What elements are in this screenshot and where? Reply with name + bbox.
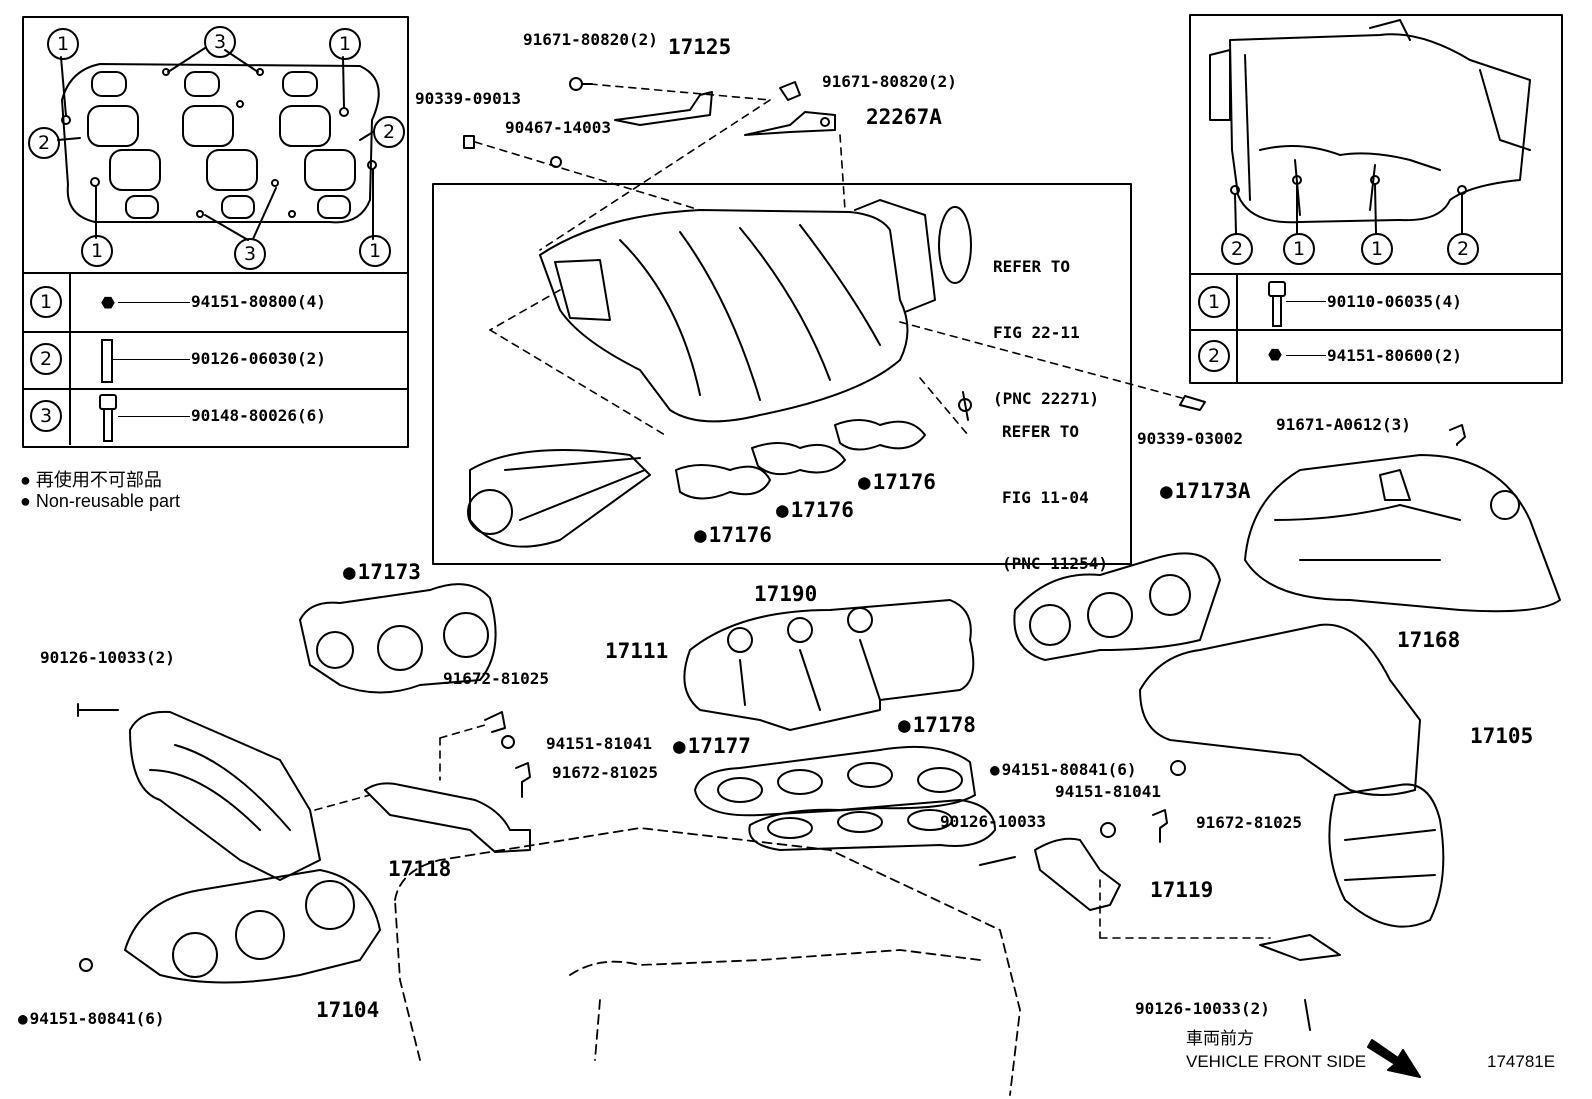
label-part-number: 17125 — [668, 35, 732, 59]
ref-line: FIG 11-04 — [1002, 488, 1089, 507]
label-part-number: 90126-10033 — [940, 812, 1046, 831]
label-part-number: 90339-09013 — [415, 89, 521, 108]
label-part-number: 91672-81025 — [552, 763, 658, 782]
callout-2: 2 — [1447, 233, 1479, 265]
label-part-number: 17105 — [1470, 724, 1534, 748]
label-part-number: 17168 — [1397, 628, 1461, 652]
legend-row: 3 90148-80026(6) — [23, 388, 408, 445]
vehicle-front-jp: 車両前方 — [1186, 1029, 1254, 1048]
callout-1: 1 — [81, 235, 113, 267]
callout-1: 1 — [47, 28, 79, 60]
legend-row: 1 90110-06035(4) — [1190, 275, 1562, 331]
label-part-number: 91671-80820(2) — [523, 30, 658, 49]
legend-row: 1 ⬣ 94151-80800(4) — [23, 274, 408, 333]
callout-1: 1 — [1361, 233, 1393, 265]
figure-id: 174781E — [1487, 1052, 1556, 1071]
label-part-number: 94151-81041 — [1055, 782, 1161, 801]
label-part-number: 90126-10033(2) — [1135, 999, 1270, 1018]
ref-line: REFER TO — [1002, 422, 1080, 441]
nut-icon: ⬣ — [101, 293, 115, 312]
reference-fig-22-11: REFER TO FIG 22-11 (PNC 22271) — [993, 212, 1099, 432]
label-part-number: 91671-A0612(3) — [1276, 415, 1411, 434]
label-part-number: 17178 — [898, 715, 976, 736]
inset-air-intake-drawing — [1209, 19, 1531, 234]
label-part-number: 94151-80841(6) — [990, 761, 1137, 779]
callout-1: 1 — [329, 28, 361, 60]
label-part-number: 91672-81025 — [1196, 813, 1302, 832]
ref-line: FIG 22-11 — [993, 323, 1080, 342]
label-part-number: 17104 — [316, 998, 380, 1022]
callout-2: 2 — [28, 127, 60, 159]
stud-icon — [101, 339, 113, 383]
label-part-number: 91671-80820(2) — [822, 72, 957, 91]
note-jp-text: 再使用不可部品 — [35, 470, 162, 490]
callout-1: 1 — [1283, 233, 1315, 265]
legend-number: 2 — [30, 343, 62, 375]
vehicle-front-en: VEHICLE FRONT SIDE — [1186, 1052, 1367, 1071]
note-non-reusable-en: ● Non-reusable part — [20, 491, 180, 511]
label-part-number: 17176 — [694, 525, 772, 546]
legend-part-number: 90148-80026(6) — [191, 406, 326, 425]
legend-number: 3 — [30, 400, 62, 432]
label-part-number: 90339-03002 — [1137, 429, 1243, 448]
right-inset-frame — [1189, 14, 1563, 384]
label-part-number: 17190 — [754, 582, 818, 606]
reference-fig-11-04: REFER TO FIG 11-04 (PNC 11254) — [1002, 377, 1108, 597]
label-part-number: 90126-10033(2) — [40, 648, 175, 667]
label-part-number: 22267A — [866, 105, 942, 129]
nut-icon: ⬣ — [1268, 345, 1282, 364]
label-part-number: 17173 — [343, 562, 421, 583]
vehicle-front-arrow — [1367, 1039, 1421, 1078]
legend-number: 2 — [1198, 340, 1230, 372]
inset-gasket-drawing — [57, 47, 380, 241]
callout-2: 2 — [373, 116, 405, 148]
note-en-text: Non-reusable part — [35, 491, 180, 511]
legend-row: 2 ⬣ 94151-80600(2) — [1190, 329, 1562, 383]
label-part-number: 90467-14003 — [505, 118, 611, 137]
label-part-number: 17111 — [605, 639, 669, 663]
ref-line: (PNC 11254) — [1002, 554, 1108, 573]
label-part-number: 94151-81041 — [546, 734, 652, 753]
label-part-number: 17118 — [388, 857, 452, 881]
legend-number: 1 — [30, 286, 62, 318]
legend-number: 1 — [1198, 286, 1230, 318]
callout-3: 3 — [204, 26, 236, 58]
callout-3: 3 — [234, 238, 266, 270]
legend-part-number: 94151-80800(4) — [191, 292, 326, 311]
label-part-number: 17176 — [776, 500, 854, 521]
note-non-reusable-jp: ● 再使用不可部品 — [20, 470, 162, 490]
legend-part-number: 90110-06035(4) — [1327, 292, 1462, 311]
legend-part-number: 94151-80600(2) — [1327, 346, 1462, 365]
ref-line: REFER TO — [993, 257, 1071, 276]
label-part-number: 17173A — [1160, 481, 1251, 502]
legend-row: 2 90126-06030(2) — [23, 331, 408, 390]
intake-manifold-drawing — [467, 199, 1206, 548]
label-part-number: 94151-80841(6) — [18, 1010, 165, 1028]
callout-2: 2 — [1221, 233, 1253, 265]
legend-part-number: 90126-06030(2) — [191, 349, 326, 368]
ref-line: (PNC 22271) — [993, 389, 1099, 408]
label-part-number: 17119 — [1150, 878, 1214, 902]
intake-manifold-box — [432, 183, 1132, 565]
label-part-number: 91672-81025 — [443, 669, 549, 688]
label-part-number: 17177 — [673, 736, 751, 757]
label-part-number: 17176 — [858, 472, 936, 493]
left-inset-frame — [22, 16, 409, 448]
callout-1: 1 — [359, 235, 391, 267]
